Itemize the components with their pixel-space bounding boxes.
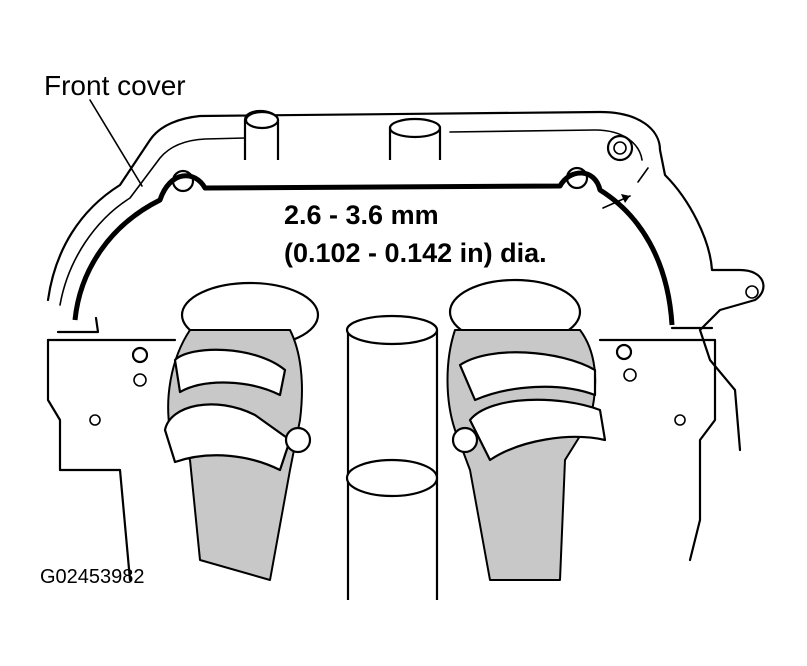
left-cam-lobe-2 [173,348,287,397]
left-bearing-cap [284,426,312,454]
front-cover-inner-edge [59,137,246,306]
front-cover-outline [46,110,765,452]
dowel-left [131,346,149,364]
center-tube [346,330,439,600]
bolt-hole-right-tab [745,285,759,299]
head-hole-left-2 [89,414,101,426]
cover-boss-center-top [388,117,442,139]
sealant-bead-left-end [56,316,100,334]
center-tube-ring [345,458,439,498]
head-hole-left [133,373,147,387]
front-cover-label: Front cover [44,70,186,101]
bead-size-imperial-label: (0.102 - 0.142 in) dia. [284,238,547,268]
right-bearing-cap [451,426,479,454]
front-cover-leader-line [89,99,143,187]
bolt-hole-top-right [606,134,634,162]
dowel-right [615,343,633,361]
figure-code-label: G02453982 [40,566,145,588]
cover-boss-left-top [244,110,280,130]
head-hole-right [623,368,637,382]
cylinder-head-body [46,338,717,582]
bead-size-metric-label: 2.6 - 3.6 mm [284,200,439,230]
right-cam-lobe [468,398,607,462]
sealant-bead [72,170,675,326]
center-tube-top [345,314,439,346]
right-cam-lobe-2 [458,351,597,402]
bolt-hole-top-right-inner [613,141,627,155]
bead-dimension-arrowhead [621,194,630,203]
head-hole-right-2 [674,414,686,426]
left-cam-lobe [163,403,292,472]
